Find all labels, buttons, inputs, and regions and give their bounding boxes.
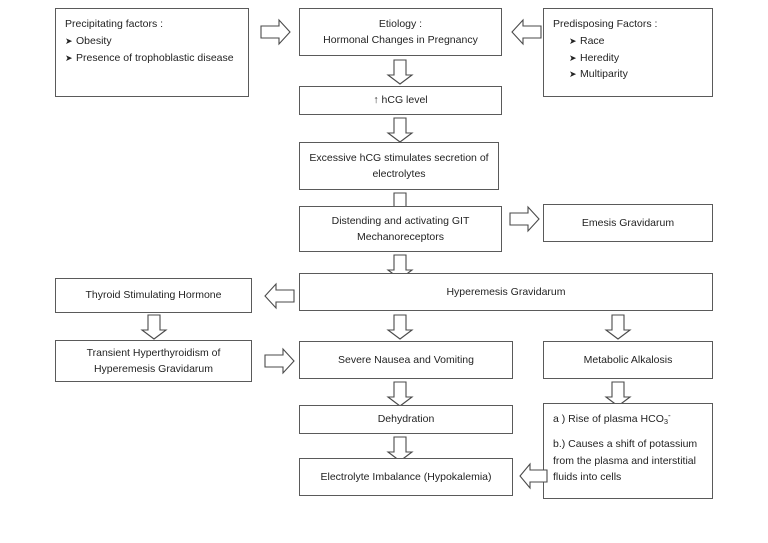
arrow-severe-nausea-to-dehydration [385,381,415,407]
transient-hyperthyroidism-line-1: Transient Hyperthyroidism of [86,346,221,359]
electrolyte-imbalance-label: Electrolyte Imbalance (Hypokalemia) [320,470,492,483]
alkalosis-effect-a: a ) Rise of plasma HCO3- [553,411,671,426]
hyperemesis-gravidarum-label: Hyperemesis Gravidarum [446,285,566,298]
alkalosis-effect-b-line-2: from the plasma and interstitial [553,454,696,467]
alkalosis-effect-b-line-1: b.) Causes a shift of potassium [553,438,698,451]
triangle-bullet-icon: ➤ [65,36,73,47]
arrow-transient-to-severe-nausea [264,347,296,375]
box-metabolic-alkalosis: Metabolic Alkalosis [543,341,713,379]
triangle-bullet-icon: ➤ [569,68,577,79]
box-severe-nausea-vomiting: Severe Nausea and Vomiting [299,341,513,379]
emesis-gravidarum-label: Emesis Gravidarum [581,216,675,229]
arrow-tsh-to-transient [139,314,169,340]
precipitating-factors-heading: Precipitating factors : [65,18,164,30]
etiology-line-2: Hormonal Changes in Pregnancy [323,34,478,46]
box-transient-hyperthyroidism: Transient Hyperthyroidism of Hyperemesis… [55,340,252,382]
arrow-hyperemesis-to-metabolic [603,314,633,340]
box-hyperemesis-gravidarum: Hyperemesis Gravidarum [299,273,713,311]
precipitating-factors-item-1: ➤Presence of trophoblastic disease [65,51,234,64]
box-dehydration: Dehydration [299,405,513,434]
excessive-hcg-line-2: electrolytes [372,168,426,180]
box-distending-git: Distending and activating GIT Mechanorec… [299,206,502,252]
box-hcg-level: ↑ hCG level [299,86,502,115]
arrow-precipitating-to-etiology [260,18,292,46]
arrow-hyperemesis-to-severe-nausea [385,314,415,340]
box-alkalosis-effects: a ) Rise of plasma HCO3- b.) Causes a sh… [543,403,713,499]
box-electrolyte-imbalance: Electrolyte Imbalance (Hypokalemia) [299,458,513,496]
triangle-bullet-icon: ➤ [569,36,577,47]
hcg-level-label: ↑ hCG level [373,94,428,107]
box-predisposing-factors: Predisposing Factors : ➤Race ➤Heredity ➤… [543,8,713,97]
dehydration-label: Dehydration [377,413,435,426]
box-precipitating-factors: Precipitating factors : ➤Obesity ➤Presen… [55,8,249,97]
arrow-metabolic-to-effects [603,381,633,407]
thyroid-stimulating-hormone-label: Thyroid Stimulating Hormone [85,289,222,302]
hco3-subscript: 3 [663,417,669,426]
arrow-dehydration-to-electrolyte [385,436,415,462]
excessive-hcg-line-1: Excessive hCG stimulates secretion of [309,151,489,164]
box-etiology: Etiology : Hormonal Changes in Pregnancy [299,8,502,56]
box-thyroid-stimulating-hormone: Thyroid Stimulating Hormone [55,278,252,313]
distending-git-line-1: Distending and activating GIT [331,214,470,227]
box-emesis-gravidarum: Emesis Gravidarum [543,204,713,242]
predisposing-factors-item-0: ➤Race [569,35,605,48]
triangle-bullet-icon: ➤ [65,52,73,63]
precipitating-factors-item-0: ➤Obesity [65,35,112,48]
transient-hyperthyroidism-line-2: Hyperemesis Gravidarum [93,363,214,375]
arrow-etiology-to-hcg [385,59,415,85]
etiology-line-1: Etiology : [378,17,423,30]
arrow-effects-to-electrolyte [518,462,548,490]
alkalosis-effect-b-line-3: fluids into cells [553,470,622,483]
predisposing-factors-heading: Predisposing Factors : [553,18,658,30]
hco3-superscript: - [668,411,671,420]
distending-git-line-2: Mechanoreceptors [357,231,444,243]
arrow-predisposing-to-etiology [510,18,542,46]
severe-nausea-label: Severe Nausea and Vomiting [337,353,474,366]
arrow-distending-to-emesis [509,205,541,233]
arrow-hyperemesis-to-tsh [263,282,295,310]
predisposing-factors-item-2: ➤Multiparity [569,67,628,80]
predisposing-factors-item-1: ➤Heredity [569,51,620,64]
box-excessive-hcg: Excessive hCG stimulates secretion of el… [299,142,499,190]
metabolic-alkalosis-label: Metabolic Alkalosis [583,353,673,366]
arrow-hcg-to-excessive [385,117,415,143]
triangle-bullet-icon: ➤ [569,52,577,63]
